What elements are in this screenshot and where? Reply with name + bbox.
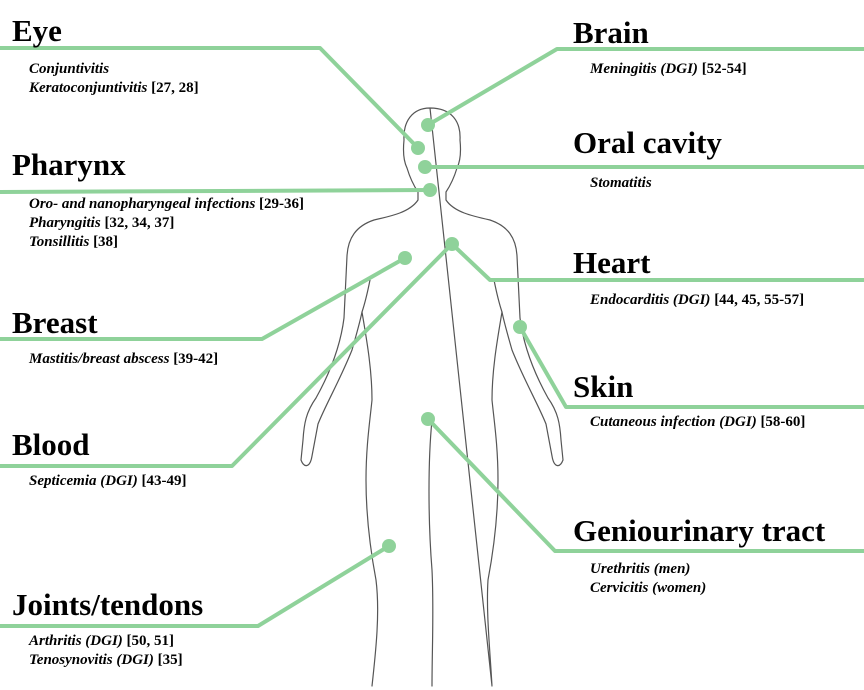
detail-ref: [52-54] — [702, 61, 747, 77]
site-skin: Skin Cutaneous infection (DGI) [58-60] — [573, 370, 805, 432]
site-title: Joints/tendons — [12, 588, 203, 622]
marker-eye — [411, 141, 425, 155]
detail-line: Cervicitis (women) — [590, 579, 825, 598]
site-title: Skin — [573, 370, 805, 404]
detail-ref: [43-49] — [141, 473, 186, 489]
detail-term: Stomatitis — [590, 175, 652, 191]
detail-line: Septicemia (DGI) [43-49] — [29, 472, 186, 491]
detail-ref: [27, 28] — [151, 80, 199, 96]
right-arm-inner-line — [494, 280, 502, 312]
site-breast: Breast Mastitis/breast abscess [39-42] — [12, 306, 218, 369]
detail-ref: [35] — [158, 652, 183, 668]
marker-brain — [421, 118, 435, 132]
marker-oral-cavity — [418, 160, 432, 174]
detail-line: Cutaneous infection (DGI) [58-60] — [590, 413, 805, 432]
detail-term: Oro- and nanopharyngeal infections — [29, 196, 255, 212]
detail-term: Endocarditis (DGI) — [590, 292, 710, 308]
detail-term: Mastitis/breast abscess — [29, 351, 169, 367]
detail-line: Tenosynovitis (DGI) [35] — [29, 651, 203, 670]
detail-line: Pharyngitis [32, 34, 37] — [29, 214, 304, 233]
site-heart: Heart Endocarditis (DGI) [44, 45, 55-57] — [573, 246, 804, 310]
site-pharynx: Pharynx Oro- and nanopharyngeal infectio… — [12, 148, 304, 252]
detail-ref: [44, 45, 55-57] — [714, 292, 804, 308]
detail-line: Stomatitis — [590, 174, 722, 193]
marker-genitourinary — [421, 412, 435, 426]
detail-ref: [50, 51] — [127, 633, 175, 649]
site-title: Heart — [573, 246, 804, 280]
detail-ref: [32, 34, 37] — [104, 215, 174, 231]
detail-ref: [39-42] — [173, 351, 218, 367]
detail-term: Urethritis (men) — [590, 561, 690, 577]
detail-ref: [58-60] — [760, 414, 805, 430]
site-oral-cavity: Oral cavity Stomatitis — [573, 126, 722, 193]
site-blood: Blood Septicemia (DGI) [43-49] — [12, 428, 186, 491]
detail-line: Arthritis (DGI) [50, 51] — [29, 632, 203, 651]
site-title: Blood — [12, 428, 186, 462]
site-title: Breast — [12, 306, 218, 340]
inner-leg-line — [429, 420, 433, 686]
detail-ref: [38] — [93, 234, 118, 250]
detail-term: Tonsillitis — [29, 234, 89, 250]
detail-line: Mastitis/breast abscess [39-42] — [29, 350, 218, 369]
site-title: Oral cavity — [573, 126, 722, 160]
detail-line: Oro- and nanopharyngeal infections [29-3… — [29, 195, 304, 214]
marker-pharynx — [423, 183, 437, 197]
detail-line: Keratoconjuntivitis [27, 28] — [29, 79, 199, 98]
site-title: Eye — [12, 14, 199, 48]
detail-term: Septicemia (DGI) — [29, 473, 138, 489]
detail-term: Cutaneous infection (DGI) — [590, 414, 757, 430]
detail-line: Urethritis (men) — [590, 560, 825, 579]
site-genitourinary-tract: Geniourinary tract Urethritis (men) Cerv… — [573, 514, 825, 598]
detail-line: Tonsillitis [38] — [29, 233, 304, 252]
detail-term: Meningitis (DGI) — [590, 61, 698, 77]
detail-term: Tenosynovitis (DGI) — [29, 652, 154, 668]
site-eye: Eye Conjuntivitis Keratoconjuntivitis [2… — [12, 14, 199, 98]
site-joints-tendons: Joints/tendons Arthritis (DGI) [50, 51] … — [12, 588, 203, 670]
detail-line: Meningitis (DGI) [52-54] — [590, 60, 747, 79]
detail-ref: [29-36] — [259, 196, 304, 212]
marker-breast — [398, 251, 412, 265]
left-arm-inner-line — [362, 280, 370, 312]
detail-term: Conjuntivitis — [29, 61, 109, 77]
detail-line: Endocarditis (DGI) [44, 45, 55-57] — [590, 291, 804, 310]
detail-line: Conjuntivitis — [29, 60, 199, 79]
detail-term: Arthritis (DGI) — [29, 633, 123, 649]
site-brain: Brain Meningitis (DGI) [52-54] — [573, 16, 747, 79]
marker-heart — [445, 237, 459, 251]
site-title: Brain — [573, 16, 747, 50]
marker-joints — [382, 539, 396, 553]
marker-skin — [513, 320, 527, 334]
detail-term: Keratoconjuntivitis — [29, 80, 147, 96]
site-title: Pharynx — [12, 148, 304, 182]
site-title: Geniourinary tract — [573, 514, 825, 548]
detail-term: Pharyngitis — [29, 215, 101, 231]
detail-term: Cervicitis (women) — [590, 580, 706, 596]
